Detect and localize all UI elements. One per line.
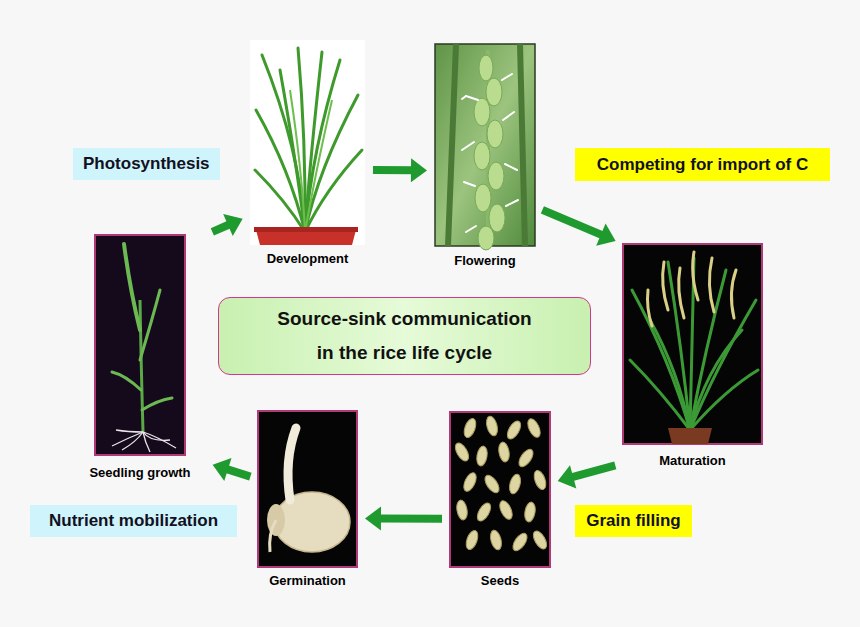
cycle-arrow (558, 465, 616, 488)
stage-label-box: Grain filling (575, 505, 692, 537)
seeds-photo (450, 412, 550, 567)
stage-photo-node: Seeds (450, 412, 550, 590)
arrow-shaft (571, 465, 615, 477)
process-label: Photosynthesis (83, 154, 210, 174)
stage-caption: Seeds (481, 573, 519, 590)
arrow-head (223, 214, 242, 236)
cycle-arrow (213, 458, 251, 481)
cycle-arrow (365, 507, 442, 531)
cycle-arrow (542, 210, 615, 246)
title-text: Source-sink communication in the rice li… (267, 302, 542, 370)
process-label: Competing for import of C (597, 155, 809, 175)
arrow-shaft (226, 469, 250, 477)
stage-caption: Flowering (454, 253, 515, 270)
arrow-shaft (373, 166, 413, 174)
stage-label-box: Photosynthesis (73, 148, 220, 180)
flowering-photo (435, 44, 535, 250)
process-label: Nutrient mobilization (49, 511, 218, 531)
stage-photo-node: Flowering (435, 44, 535, 270)
stage-caption: Development (267, 251, 349, 268)
process-label: Grain filling (586, 511, 680, 531)
arrow-head (365, 507, 381, 531)
arrow-head (213, 458, 232, 481)
seedling-photo (95, 235, 185, 455)
stage-caption: Maturation (659, 453, 725, 470)
arrow-head (558, 465, 577, 488)
maturation-photo (623, 244, 762, 444)
stage-label-box: Nutrient mobilization (30, 505, 237, 537)
arrow-shaft (212, 224, 229, 232)
cycle-arrow (212, 214, 242, 236)
cycle-arrow (373, 158, 427, 182)
stage-photo-node: Development (250, 40, 365, 268)
stage-photo-node: Germination (258, 411, 357, 590)
title-box: Source-sink communication in the rice li… (218, 297, 591, 375)
stage-photo-node: Seedling growth (75, 235, 205, 482)
arrow-head (411, 158, 427, 182)
development-photo (250, 40, 365, 245)
arrow-shaft (379, 514, 442, 522)
germination-photo (258, 411, 357, 567)
arrow-head (596, 224, 615, 246)
stage-photo-node: Maturation (623, 244, 762, 470)
stage-label-box: Competing for import of C (575, 148, 830, 181)
stage-caption: Seedling growth (89, 465, 190, 482)
stage-caption: Germination (269, 573, 346, 590)
arrow-shaft (542, 210, 602, 236)
